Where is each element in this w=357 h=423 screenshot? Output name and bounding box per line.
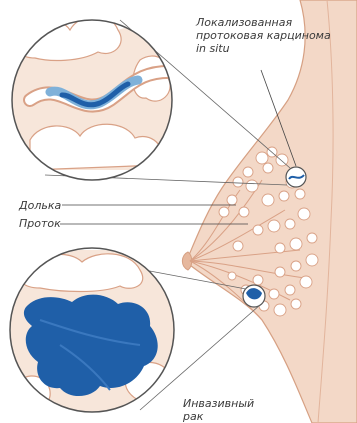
- lobule: [306, 254, 318, 266]
- invasive-label-line1: Инвазивный: [183, 397, 254, 410]
- invasive-label-line2: рак: [183, 410, 254, 423]
- lobule: [274, 304, 286, 316]
- lobule: [219, 207, 229, 217]
- lobule: [253, 225, 263, 235]
- lobule: [295, 189, 305, 199]
- lobule: [285, 285, 295, 295]
- invasive-magnified-view: [8, 248, 176, 415]
- lobule: [279, 191, 289, 201]
- lobule: [300, 276, 312, 288]
- lobule: [253, 275, 263, 285]
- dcis-magnified-view: [10, 16, 175, 180]
- duct-label: Проток: [19, 217, 61, 230]
- magnified-lobule-top: [17, 16, 121, 61]
- lobule: [291, 261, 301, 271]
- lobule: [290, 238, 302, 250]
- lobule: [233, 241, 243, 251]
- dcis-label-line1: Локализованная: [196, 16, 331, 29]
- lobule: [298, 208, 310, 220]
- lobule: [307, 233, 317, 243]
- lobule: [275, 267, 285, 277]
- lobule: [233, 177, 243, 187]
- lobule-label: Долька: [19, 199, 61, 212]
- lobule: [285, 219, 295, 229]
- lobule: [228, 272, 236, 280]
- lobule: [268, 220, 280, 232]
- lobule: [243, 167, 253, 177]
- lobule: [227, 195, 237, 205]
- dcis-label-line2: протоковая карцинома: [196, 29, 331, 42]
- dcis-label-line3: in situ: [196, 42, 331, 55]
- lobule: [291, 299, 301, 309]
- invasive-label: Инвазивный рак: [183, 397, 254, 423]
- lobule: [275, 243, 285, 253]
- lobule: [269, 289, 279, 299]
- dcis-label: Локализованная протоковая карцинома in s…: [196, 16, 331, 55]
- lobule: [263, 163, 273, 173]
- lobule: [262, 194, 274, 206]
- lobule: [246, 180, 258, 192]
- lobule: [239, 207, 249, 217]
- lobule: [256, 152, 268, 164]
